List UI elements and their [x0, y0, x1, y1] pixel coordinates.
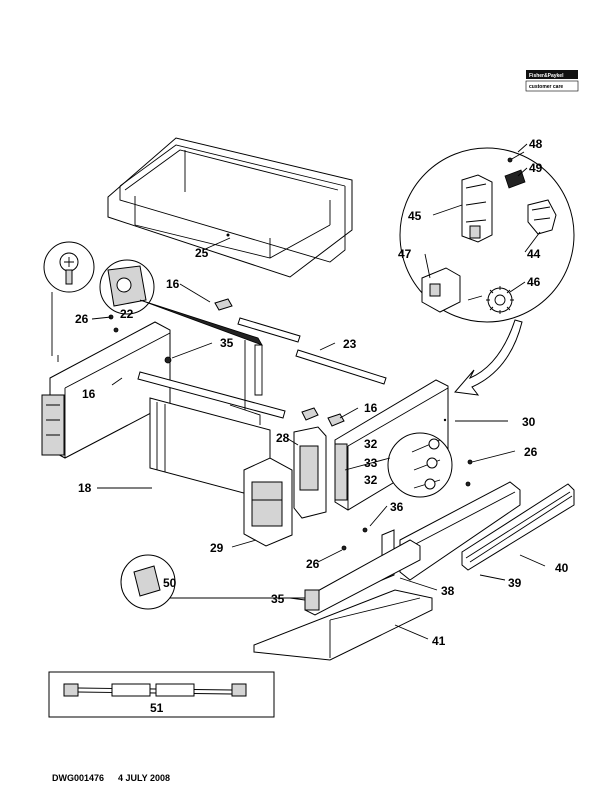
screws-part-26: [57, 314, 473, 551]
label-35-top: 35: [220, 336, 234, 350]
part-25-bin: [107, 137, 353, 278]
label-22: 22: [120, 307, 134, 321]
label-28: 28: [276, 431, 290, 445]
label-45: 45: [408, 209, 422, 223]
brand-logo: Fisher&Paykel customer care: [525, 70, 579, 92]
part-41-tray: [253, 589, 433, 661]
detail-circle-part-22: [99, 259, 263, 346]
part-40-slide: [461, 483, 575, 571]
label-33: 33: [364, 456, 378, 470]
label-49: 49: [529, 161, 543, 175]
label-32-lower: 32: [364, 473, 378, 487]
label-35-bottom: 35: [271, 592, 285, 606]
part-23-rod: [295, 349, 387, 385]
label-16-top: 16: [166, 277, 180, 291]
label-51: 51: [150, 701, 164, 715]
label-40: 40: [555, 561, 569, 575]
leader-lines: [91, 143, 546, 640]
label-32-upper: 32: [364, 437, 378, 451]
label-16-right: 16: [364, 401, 378, 415]
detail-circle-part-50: [120, 554, 305, 610]
detail-circle-screw: [43, 241, 95, 356]
detail-pointer-arrow: [454, 319, 523, 396]
part-labels: 25 16 26 22 35 23 16 16 30 28 32 26 33 3…: [75, 137, 569, 715]
detail-circle-screws: [344, 432, 453, 498]
label-25: 25: [195, 246, 209, 260]
drawing-number: DWG001476: [52, 773, 104, 783]
label-26-bottom: 26: [306, 557, 320, 571]
part-39-slide: [399, 481, 521, 581]
label-41: 41: [432, 634, 446, 648]
label-46: 46: [527, 275, 541, 289]
detail-circle-clips: [399, 147, 575, 323]
brand-logo-top: Fisher&Paykel: [529, 73, 564, 79]
part-28-bracket: [293, 426, 327, 519]
part-38-runner: [304, 529, 421, 616]
label-16-left: 16: [82, 387, 96, 401]
label-30: 30: [522, 415, 536, 429]
drawing-date: 4 JULY 2008: [118, 773, 170, 783]
label-26-left: 26: [75, 312, 89, 326]
part-29-housing: [243, 457, 293, 547]
part-51-harness: [48, 671, 275, 718]
footer: DWG001476 4 JULY 2008: [52, 773, 170, 783]
part-16-clips: [121, 298, 345, 427]
label-18: 18: [78, 481, 92, 495]
label-48: 48: [529, 137, 543, 151]
brand-logo-bottom: customer care: [529, 84, 563, 90]
label-26-right: 26: [524, 445, 538, 459]
label-36: 36: [390, 500, 404, 514]
label-29: 29: [210, 541, 224, 555]
gear-part-46: [467, 286, 514, 314]
label-23: 23: [343, 337, 357, 351]
part-35-rail: [137, 371, 286, 419]
label-50: 50: [163, 576, 177, 590]
label-39: 39: [508, 576, 522, 590]
label-38: 38: [441, 584, 455, 598]
label-44: 44: [527, 247, 541, 261]
label-47: 47: [398, 247, 412, 261]
